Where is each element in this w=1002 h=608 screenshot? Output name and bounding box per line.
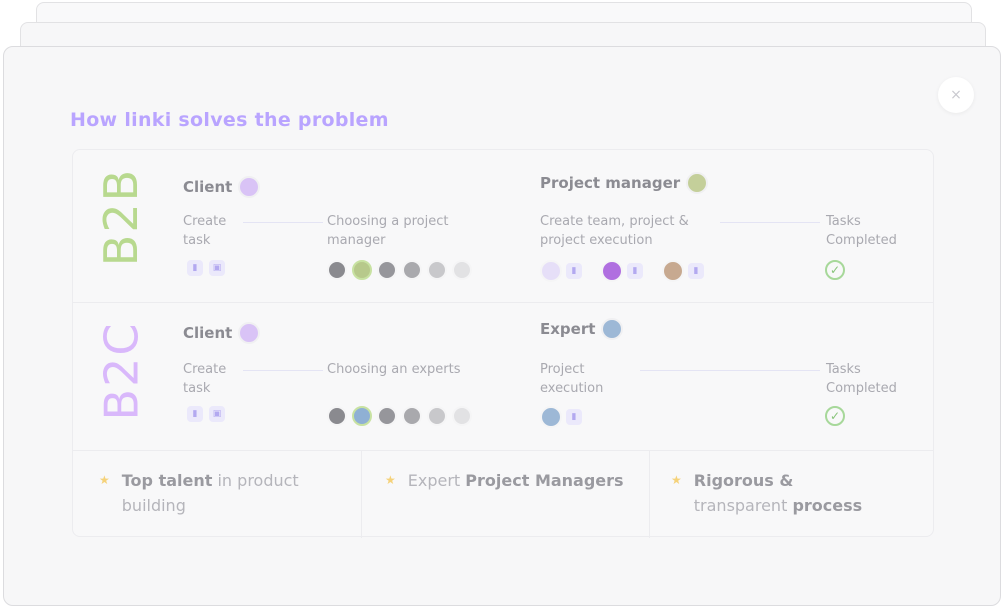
- candidate-avatar: [452, 260, 472, 280]
- pm-candidate-avatars: [327, 260, 472, 280]
- close-icon: ×: [950, 87, 962, 103]
- candidate-avatar: [427, 260, 447, 280]
- task-chips: ▮ ▣: [187, 260, 225, 276]
- b2c-step-choose-experts: Choosing an experts: [327, 362, 461, 377]
- image-icon: ▣: [209, 406, 225, 422]
- close-button[interactable]: ×: [938, 77, 974, 113]
- team-member: ▮: [540, 260, 582, 282]
- candidate-avatar: [327, 260, 347, 280]
- b2c-expert-role: Expert: [540, 318, 624, 340]
- row-divider: [73, 450, 933, 451]
- b2c-step-completed: Tasks Completed: [826, 362, 897, 396]
- candidate-avatar: [377, 260, 397, 280]
- task-chips: ▮ ▣: [187, 406, 225, 422]
- column-divider: [649, 450, 650, 538]
- star-icon: ★: [99, 473, 110, 487]
- check-icon: ✓: [825, 260, 845, 280]
- star-icon: ★: [385, 473, 396, 487]
- candidate-avatar: [402, 260, 422, 280]
- b2b-step-completed: Tasks Completed: [826, 214, 897, 248]
- client-avatar: [238, 176, 261, 198]
- image-icon: ▣: [209, 260, 225, 276]
- b2b-segment-label: B2B: [94, 167, 149, 267]
- file-icon: ▮: [187, 406, 203, 422]
- solution-panel: B2B Client Create task Choosing a projec…: [72, 149, 934, 538]
- step-connector: [640, 370, 820, 371]
- b2b-step-execution: Create team, project & project execution: [540, 214, 689, 248]
- b2b-step-create-task: Create task: [183, 214, 227, 248]
- step-connector: [720, 222, 820, 223]
- pm-avatar: [686, 172, 709, 194]
- team-member: ▮: [662, 260, 704, 282]
- expert-avatar: [601, 318, 624, 340]
- star-icon: ★: [671, 473, 682, 487]
- candidate-avatar: [427, 406, 447, 426]
- step-connector: [243, 222, 323, 223]
- check-icon: ✓: [825, 406, 845, 426]
- b2b-client-role: Client: [183, 176, 261, 198]
- feature-expert-pms: ★ Expert Project Managers: [385, 468, 625, 493]
- file-icon: ▮: [566, 263, 582, 279]
- file-icon: ▮: [627, 263, 643, 279]
- b2b-pm-role: Project manager: [540, 172, 709, 194]
- candidate-avatar: [377, 406, 397, 426]
- column-divider: [361, 450, 362, 538]
- file-icon: ▮: [187, 260, 203, 276]
- candidate-avatar: [402, 406, 422, 426]
- team-member: ▮: [540, 406, 582, 428]
- candidate-avatar: [327, 406, 347, 426]
- b2b-step-choose-pm: Choosing a project manager: [327, 214, 449, 248]
- feature-top-talent: ★ Top talent in product building: [99, 468, 339, 518]
- file-icon: ▮: [566, 409, 582, 425]
- candidate-avatar: [452, 406, 472, 426]
- b2c-step-create-task: Create task: [183, 362, 227, 396]
- b2c-segment-label: B2C: [94, 321, 149, 421]
- modal-dialog: × How linki solves the problem B2B Clien…: [3, 46, 1001, 606]
- b2c-step-execution: Project execution: [540, 362, 604, 396]
- candidate-avatar-selected: [352, 260, 372, 280]
- expert-members: ▮: [540, 406, 596, 428]
- b2c-client-role: Client: [183, 322, 261, 344]
- client-avatar: [238, 322, 261, 344]
- candidate-avatar-selected: [352, 406, 372, 426]
- team-member: ▮: [601, 260, 643, 282]
- expert-candidate-avatars: [327, 406, 472, 426]
- modal-title: How linki solves the problem: [70, 109, 389, 131]
- team-members: ▮ ▮ ▮: [540, 260, 718, 282]
- row-divider: [73, 302, 933, 303]
- feature-rigorous-process: ★ Rigorous & transparent process: [671, 468, 911, 518]
- step-connector: [243, 370, 323, 371]
- file-icon: ▮: [688, 263, 704, 279]
